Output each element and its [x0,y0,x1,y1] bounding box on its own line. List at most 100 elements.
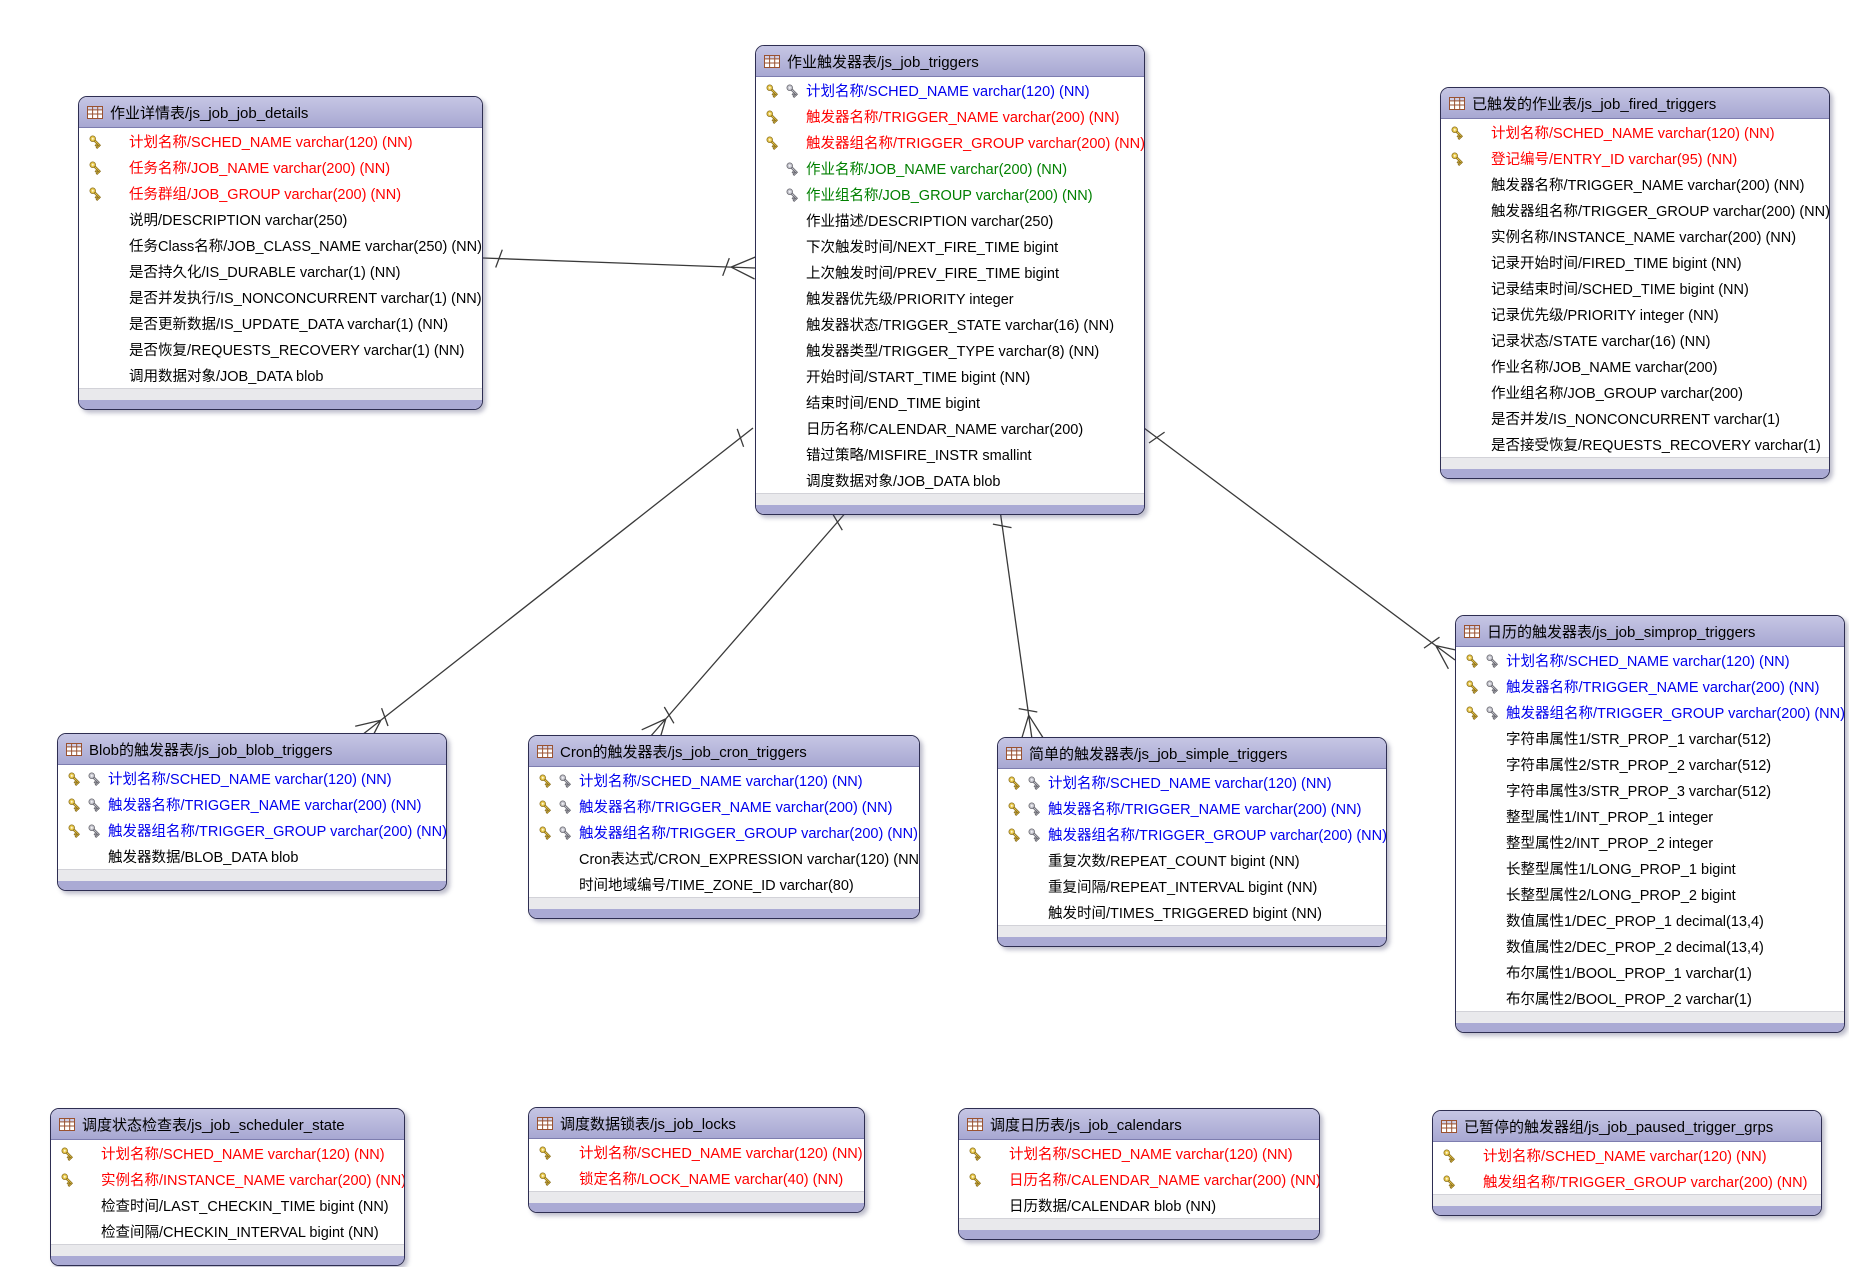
table-fired[interactable]: 已触发的作业表/js_job_fired_triggers 计划名称/SCHED… [1440,87,1830,479]
table-field-row[interactable]: 计划名称/SCHED_NAME varchar(120) (NN) [51,1140,404,1166]
table-field-row[interactable]: 整型属性1/INT_PROP_1 integer [1456,803,1844,829]
table-field-row[interactable]: 检查间隔/CHECKIN_INTERVAL bigint (NN) [51,1218,404,1244]
table-field-row[interactable]: 字符串属性3/STR_PROP_3 varchar(512) [1456,777,1844,803]
table-field-row[interactable]: 作业描述/DESCRIPTION varchar(250) [756,207,1144,233]
table-field-row[interactable]: 是否并发/IS_NONCONCURRENT varchar(1) [1441,405,1829,431]
table-field-row[interactable]: 整型属性2/INT_PROP_2 integer [1456,829,1844,855]
table-field-row[interactable]: 重复次数/REPEAT_COUNT bigint (NN) [998,847,1386,873]
table-field-row[interactable]: 计划名称/SCHED_NAME varchar(120) (NN) [1433,1142,1821,1168]
table-field-row[interactable]: 触发器组名称/TRIGGER_GROUP varchar(200) (NN) [756,129,1144,155]
table-header[interactable]: 作业触发器表/js_job_triggers [756,46,1144,77]
table-field-row[interactable]: 任务名称/JOB_NAME varchar(200) (NN) [79,154,482,180]
table-field-row[interactable]: 计划名称/SCHED_NAME varchar(120) (NN) [529,767,919,793]
table-header[interactable]: 已暂停的触发器组/js_job_paused_trigger_grps [1433,1111,1821,1142]
table-field-row[interactable]: 是否更新数据/IS_UPDATE_DATA varchar(1) (NN) [79,310,482,336]
table-field-row[interactable]: 是否持久化/IS_DURABLE varchar(1) (NN) [79,258,482,284]
table-field-row[interactable]: Cron表达式/CRON_EXPRESSION varchar(120) (NN… [529,845,919,871]
table-field-row[interactable]: 计划名称/SCHED_NAME varchar(120) (NN) [959,1140,1319,1166]
table-field-row[interactable]: 计划名称/SCHED_NAME varchar(120) (NN) [529,1139,864,1165]
table-field-row[interactable]: 日历名称/CALENDAR_NAME varchar(200) [756,415,1144,441]
table-field-row[interactable]: 下次触发时间/NEXT_FIRE_TIME bigint [756,233,1144,259]
table-blob[interactable]: Blob的触发器表/js_job_blob_triggers 计划名称/SCHE… [57,733,447,891]
table-field-row[interactable]: 触发器名称/TRIGGER_NAME varchar(200) (NN) [756,103,1144,129]
table-field-row[interactable]: 计划名称/SCHED_NAME varchar(120) (NN) [58,765,446,791]
table-field-row[interactable]: 锁定名称/LOCK_NAME varchar(40) (NN) [529,1165,864,1191]
table-field-row[interactable]: 登记编号/ENTRY_ID varchar(95) (NN) [1441,145,1829,171]
table-field-row[interactable]: 记录优先级/PRIORITY integer (NN) [1441,301,1829,327]
table-job_details[interactable]: 作业详情表/js_job_job_details 计划名称/SCHED_NAME… [78,96,483,410]
table-field-row[interactable]: 触发器优先级/PRIORITY integer [756,285,1144,311]
table-field-row[interactable]: 作业组名称/JOB_GROUP varchar(200) [1441,379,1829,405]
table-field-row[interactable]: 触发器名称/TRIGGER_NAME varchar(200) (NN) [1456,673,1844,699]
table-field-row[interactable]: 触发器类型/TRIGGER_TYPE varchar(8) (NN) [756,337,1144,363]
table-header[interactable]: 调度数据锁表/js_job_locks [529,1108,864,1139]
table-field-row[interactable]: 调用数据对象/JOB_DATA blob [79,362,482,388]
table-header[interactable]: 调度日历表/js_job_calendars [959,1109,1319,1140]
table-field-row[interactable]: 触发器名称/TRIGGER_NAME varchar(200) (NN) [529,793,919,819]
table-field-row[interactable]: 长整型属性1/LONG_PROP_1 bigint [1456,855,1844,881]
table-field-row[interactable]: 触发时间/TIMES_TRIGGERED bigint (NN) [998,899,1386,925]
table-field-row[interactable]: 调度数据对象/JOB_DATA blob [756,467,1144,493]
table-field-row[interactable]: 触发器名称/TRIGGER_NAME varchar(200) (NN) [998,795,1386,821]
table-header[interactable]: 日历的触发器表/js_job_simprop_triggers [1456,616,1844,647]
table-field-row[interactable]: 布尔属性1/BOOL_PROP_1 varchar(1) [1456,959,1844,985]
table-field-row[interactable]: 记录结束时间/SCHED_TIME bigint (NN) [1441,275,1829,301]
table-header[interactable]: 作业详情表/js_job_job_details [79,97,482,128]
table-field-row[interactable]: 是否接受恢复/REQUESTS_RECOVERY varchar(1) [1441,431,1829,457]
table-field-row[interactable]: 计划名称/SCHED_NAME varchar(120) (NN) [1456,647,1844,673]
table-field-row[interactable]: 作业名称/JOB_NAME varchar(200) [1441,353,1829,379]
table-field-row[interactable]: 是否恢复/REQUESTS_RECOVERY varchar(1) (NN) [79,336,482,362]
table-field-row[interactable]: 开始时间/START_TIME bigint (NN) [756,363,1144,389]
table-field-row[interactable]: 作业名称/JOB_NAME varchar(200) (NN) [756,155,1144,181]
table-field-row[interactable]: 计划名称/SCHED_NAME varchar(120) (NN) [79,128,482,154]
table-field-row[interactable]: 触发组名称/TRIGGER_GROUP varchar(200) (NN) [1433,1168,1821,1194]
table-field-row[interactable]: 作业组名称/JOB_GROUP varchar(200) (NN) [756,181,1144,207]
table-field-row[interactable]: 日历数据/CALENDAR blob (NN) [959,1192,1319,1218]
table-field-row[interactable]: 实例名称/INSTANCE_NAME varchar(200) (NN) [1441,223,1829,249]
table-field-row[interactable]: 触发器状态/TRIGGER_STATE varchar(16) (NN) [756,311,1144,337]
table-field-row[interactable]: 数值属性1/DEC_PROP_1 decimal(13,4) [1456,907,1844,933]
table-field-row[interactable]: 记录状态/STATE varchar(16) (NN) [1441,327,1829,353]
table-field-row[interactable]: 结束时间/END_TIME bigint [756,389,1144,415]
table-field-row[interactable]: 布尔属性2/BOOL_PROP_2 varchar(1) [1456,985,1844,1011]
table-field-row[interactable]: 日历名称/CALENDAR_NAME varchar(200) (NN) [959,1166,1319,1192]
table-header[interactable]: 已触发的作业表/js_job_fired_triggers [1441,88,1829,119]
table-header[interactable]: 调度状态检查表/js_job_scheduler_state [51,1109,404,1140]
table-field-row[interactable]: 任务Class名称/JOB_CLASS_NAME varchar(250) (N… [79,232,482,258]
table-field-row[interactable]: 任务群组/JOB_GROUP varchar(200) (NN) [79,180,482,206]
table-field-row[interactable]: 实例名称/INSTANCE_NAME varchar(200) (NN) [51,1166,404,1192]
table-field-row[interactable]: 说明/DESCRIPTION varchar(250) [79,206,482,232]
table-simprop[interactable]: 日历的触发器表/js_job_simprop_triggers 计划名称/SCH… [1455,615,1845,1033]
table-field-row[interactable]: 字符串属性1/STR_PROP_1 varchar(512) [1456,725,1844,751]
table-field-row[interactable]: 触发器组名称/TRIGGER_GROUP varchar(200) (NN) [1456,699,1844,725]
table-field-row[interactable]: 触发器名称/TRIGGER_NAME varchar(200) (NN) [1441,171,1829,197]
table-field-row[interactable]: 记录开始时间/FIRED_TIME bigint (NN) [1441,249,1829,275]
table-field-row[interactable]: 触发器名称/TRIGGER_NAME varchar(200) (NN) [58,791,446,817]
table-simple[interactable]: 简单的触发器表/js_job_simple_triggers 计划名称/SCHE… [997,737,1387,947]
table-field-row[interactable]: 触发器组名称/TRIGGER_GROUP varchar(200) (NN) [1441,197,1829,223]
table-header[interactable]: Cron的触发器表/js_job_cron_triggers [529,736,919,767]
table-field-row[interactable]: 错过策略/MISFIRE_INSTR smallint [756,441,1144,467]
table-cron[interactable]: Cron的触发器表/js_job_cron_triggers 计划名称/SCHE… [528,735,920,919]
table-header[interactable]: Blob的触发器表/js_job_blob_triggers [58,734,446,765]
table-field-row[interactable]: 是否并发执行/IS_NONCONCURRENT varchar(1) (NN) [79,284,482,310]
table-field-row[interactable]: 触发器组名称/TRIGGER_GROUP varchar(200) (NN) [58,817,446,843]
table-calendars[interactable]: 调度日历表/js_job_calendars 计划名称/SCHED_NAME v… [958,1108,1320,1240]
table-field-row[interactable]: 上次触发时间/PREV_FIRE_TIME bigint [756,259,1144,285]
table-field-row[interactable]: 计划名称/SCHED_NAME varchar(120) (NN) [998,769,1386,795]
table-field-row[interactable]: 时间地域编号/TIME_ZONE_ID varchar(80) [529,871,919,897]
table-field-row[interactable]: 计划名称/SCHED_NAME varchar(120) (NN) [756,77,1144,103]
table-field-row[interactable]: 触发器组名称/TRIGGER_GROUP varchar(200) (NN) [529,819,919,845]
table-triggers[interactable]: 作业触发器表/js_job_triggers 计划名称/SCHED_NAME v… [755,45,1145,515]
table-field-row[interactable]: 触发器数据/BLOB_DATA blob [58,843,446,869]
table-state[interactable]: 调度状态检查表/js_job_scheduler_state 计划名称/SCHE… [50,1108,405,1266]
table-locks[interactable]: 调度数据锁表/js_job_locks 计划名称/SCHED_NAME varc… [528,1107,865,1213]
table-header[interactable]: 简单的触发器表/js_job_simple_triggers [998,738,1386,769]
table-field-row[interactable]: 计划名称/SCHED_NAME varchar(120) (NN) [1441,119,1829,145]
table-field-row[interactable]: 重复间隔/REPEAT_INTERVAL bigint (NN) [998,873,1386,899]
table-paused[interactable]: 已暂停的触发器组/js_job_paused_trigger_grps 计划名称… [1432,1110,1822,1216]
table-field-row[interactable]: 触发器组名称/TRIGGER_GROUP varchar(200) (NN) [998,821,1386,847]
table-field-row[interactable]: 数值属性2/DEC_PROP_2 decimal(13,4) [1456,933,1844,959]
table-field-row[interactable]: 长整型属性2/LONG_PROP_2 bigint [1456,881,1844,907]
table-field-row[interactable]: 检查时间/LAST_CHECKIN_TIME bigint (NN) [51,1192,404,1218]
